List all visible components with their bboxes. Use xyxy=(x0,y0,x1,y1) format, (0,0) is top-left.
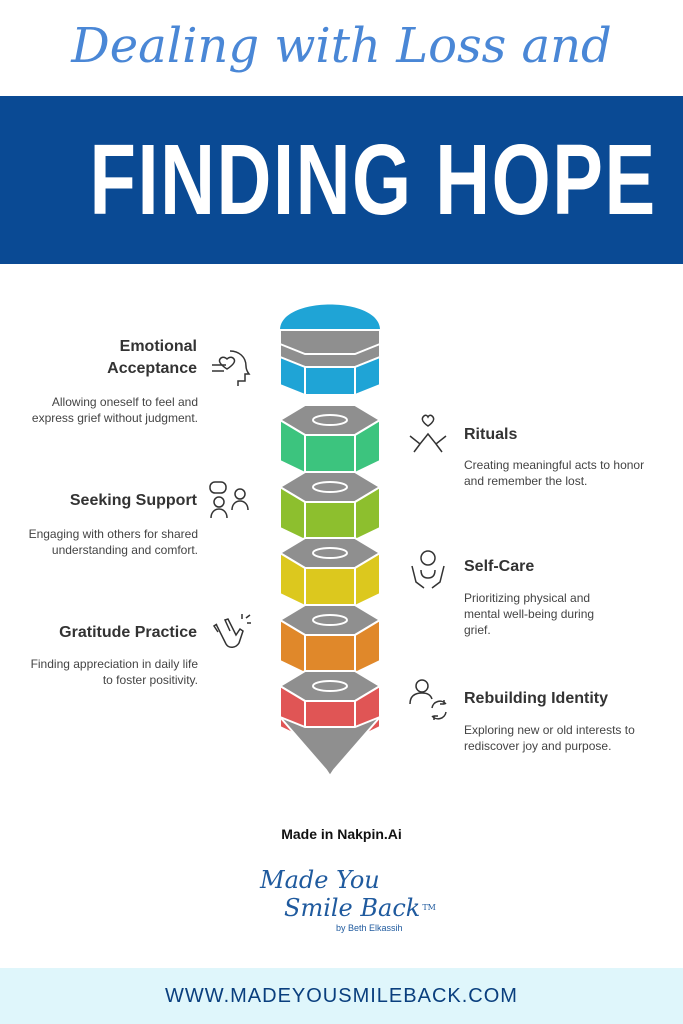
title-line-2-wrapper: FINDING HOPE xyxy=(0,100,683,260)
step-title: Emotional Acceptance xyxy=(107,338,197,377)
logo-line-1: Made You xyxy=(260,866,380,894)
heart-hands-icon xyxy=(409,414,447,453)
clapping-hands-icon xyxy=(212,614,251,648)
segment-ring-1 xyxy=(312,414,348,426)
step-desc: Prioritizing physical and mental well-be… xyxy=(464,591,595,637)
segment-ring-3 xyxy=(312,547,348,559)
cap-front xyxy=(304,366,356,396)
self-care-icon xyxy=(411,550,445,589)
cone-tip xyxy=(279,716,381,778)
logo-tm: TM xyxy=(422,903,436,912)
title-line-2: FINDING HOPE xyxy=(89,124,657,236)
step-desc: Finding appreciation in daily life to fo… xyxy=(30,657,198,687)
segment-ring-2 xyxy=(312,481,348,493)
segment-front-4 xyxy=(304,634,356,674)
logo-byline: by Beth Elkassih xyxy=(336,923,403,933)
segment-ring-4 xyxy=(312,614,348,626)
step-desc: Allowing oneself to feel and express gri… xyxy=(31,395,198,425)
people-chat-icon xyxy=(209,481,249,519)
segment-ring-5 xyxy=(312,680,348,692)
step-desc: Exploring new or old interests to redisc… xyxy=(464,723,635,753)
title-band xyxy=(0,96,683,264)
made-in-credit: Made in Nakpin.Ai xyxy=(281,826,402,842)
step-desc: Engaging with others for shared understa… xyxy=(28,527,198,557)
segment-front-2 xyxy=(304,501,356,541)
cap-side-right xyxy=(354,355,381,397)
segment-front-1 xyxy=(304,434,356,474)
person-refresh-icon xyxy=(409,679,447,720)
step-title: Seeking Support xyxy=(69,492,197,509)
step-title: Self-Care xyxy=(464,558,535,575)
footer-url[interactable]: WWW.MADEYOUSMILEBACK.COM xyxy=(0,968,683,1024)
title-line-1: Dealing with Loss and xyxy=(71,18,612,74)
logo-line-2: Smile Back xyxy=(284,894,421,922)
step-desc: Creating meaningful acts to honor and re… xyxy=(464,458,645,488)
step-title: Gratitude Practice xyxy=(59,624,197,641)
step-title: Rituals xyxy=(464,426,518,443)
cap-band-line xyxy=(279,343,381,355)
cap-dome xyxy=(280,304,380,330)
heart-head-icon xyxy=(212,350,251,386)
step-title: Rebuilding Identity xyxy=(464,690,608,707)
segment-front-3 xyxy=(304,567,356,607)
stacked-diagram xyxy=(278,304,382,778)
cap-band xyxy=(279,329,381,368)
